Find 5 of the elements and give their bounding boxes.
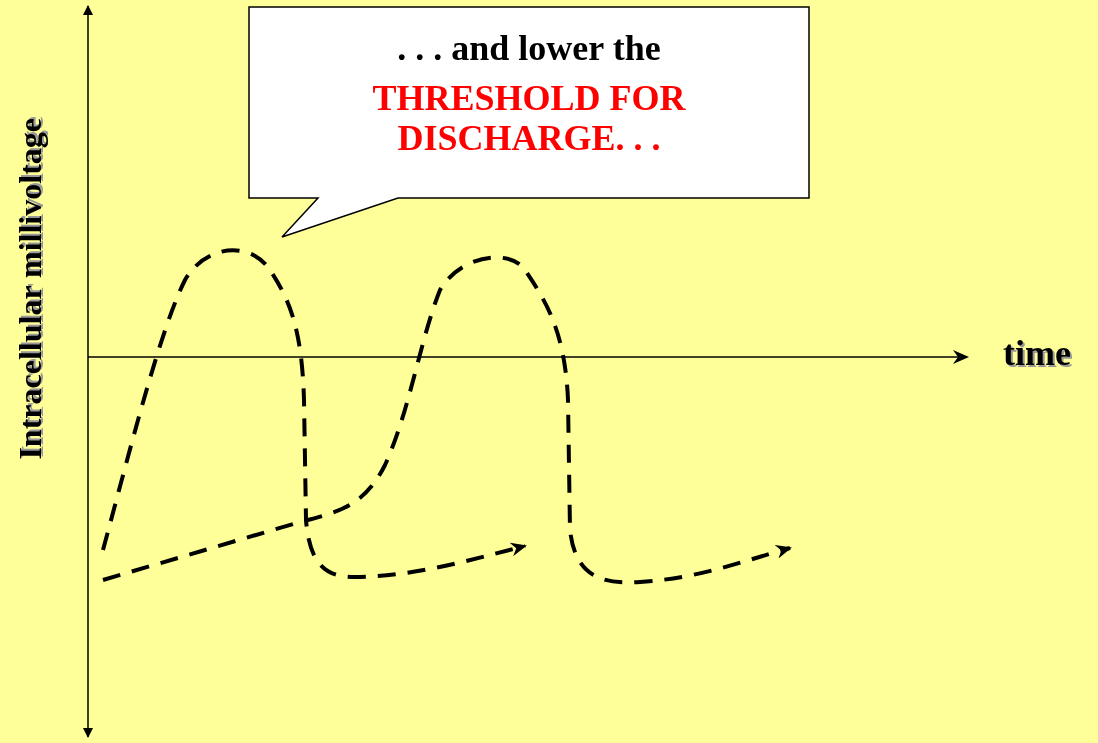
x-axis-label: time [1003,332,1071,374]
callout-text: . . . and lower the [396,28,662,68]
callout-highlight-text: THRESHOLD FOR DISCHARGE. . . [371,78,687,158]
y-axis-label: Intracellular millivoltage [12,118,49,460]
speech-bubble [248,6,810,238]
